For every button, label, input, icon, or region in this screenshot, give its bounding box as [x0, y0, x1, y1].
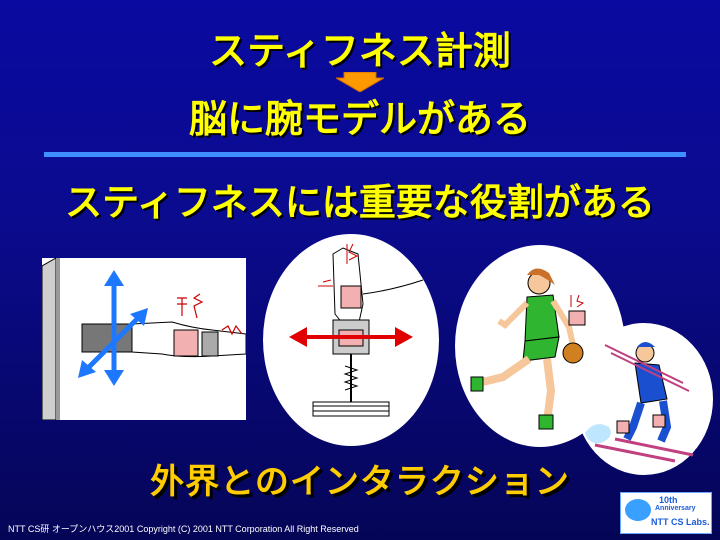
interaction-caption: 外界とのインタラクション: [150, 462, 570, 502]
skier-illustration: [575, 323, 713, 475]
down-arrow-icon: [336, 72, 384, 92]
badge-line2: Anniversary: [655, 505, 696, 512]
anniversary-badge: 10th Anniversary NTT CS Labs.: [620, 492, 712, 534]
slide-subtitle-line2: 脳に腕モデルがある: [188, 97, 531, 141]
hand-grip-apparatus-icon: [289, 243, 424, 417]
arm-wall-illustration: [42, 258, 246, 420]
slide-title: スティフネス計測: [209, 29, 511, 73]
grip-apparatus-illustration: [263, 234, 439, 446]
arm-pushing-wall-icon: [42, 258, 246, 420]
skier-icon: [585, 342, 694, 463]
badge-line1: 10th: [659, 495, 678, 505]
badge-logo-icon: [625, 499, 651, 521]
copyright-footer: NTT CS研 オープンハウス2001 Copyright (C) 2001 N…: [8, 524, 359, 534]
badge-line3: NTT CS Labs.: [651, 517, 710, 527]
slide-statement: スティフネスには重要な役割がある: [65, 181, 655, 224]
divider-rule: [44, 152, 686, 157]
basketball-runner-icon: [470, 268, 586, 430]
